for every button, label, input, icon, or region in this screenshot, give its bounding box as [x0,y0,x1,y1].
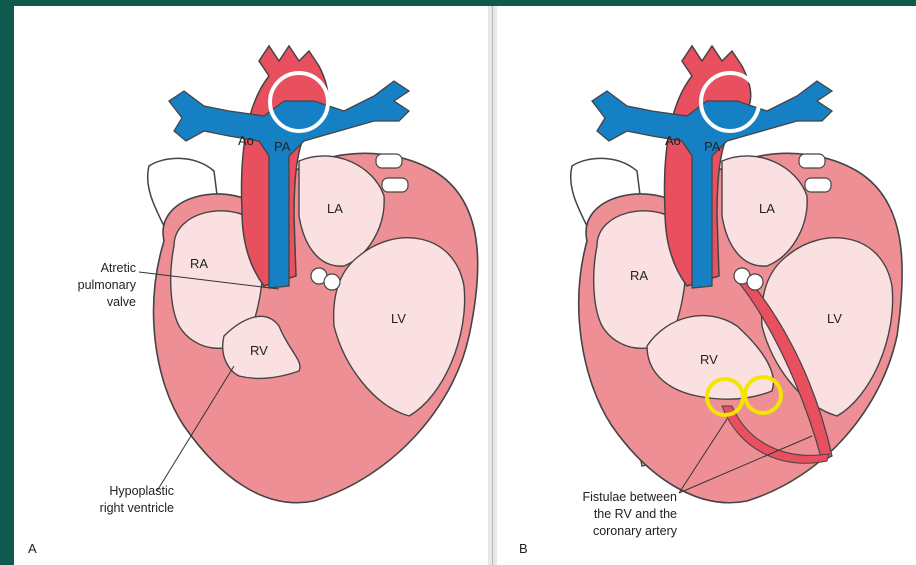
panel-b: Ao PA LA RA LV RV Fistulae between the R… [497,6,916,565]
label-la: LA [327,201,343,216]
panel-a: Ao PA LA RA LV RV Atretic pulmonary valv… [14,6,488,565]
annotation-valve-line2: pulmonary [78,278,137,292]
label-ra: RA [190,256,208,271]
label-ao: Ao [665,133,681,148]
label-ao: Ao [238,133,254,148]
label-la: LA [759,201,775,216]
panel-divider [488,6,497,565]
label-pa: PA [704,139,721,154]
annotation-rv-line2: right ventricle [100,501,174,515]
annotation-rv-line1: Hypoplastic [109,484,174,498]
panel-b-diagram: Ao PA LA RA LV RV Fistulae between the R… [497,6,916,565]
label-lv: LV [827,311,842,326]
label-ra: RA [630,268,648,283]
annotation-valve-line3: valve [107,295,136,309]
label-pa: PA [274,139,291,154]
panel-letter-a: A [28,541,37,556]
annotation-fistula-line3: coronary artery [593,524,678,538]
annotation-fistula-line2: the RV and the [594,507,677,521]
label-lv: LV [391,311,406,326]
panel-letter-b: B [519,541,528,556]
annotation-fistula-line1: Fistulae between [582,490,677,504]
annotation-valve-line1: Atretic [101,261,136,275]
label-rv: RV [700,352,718,367]
label-rv: RV [250,343,268,358]
panel-a-diagram: Ao PA LA RA LV RV Atretic pulmonary valv… [14,6,488,565]
